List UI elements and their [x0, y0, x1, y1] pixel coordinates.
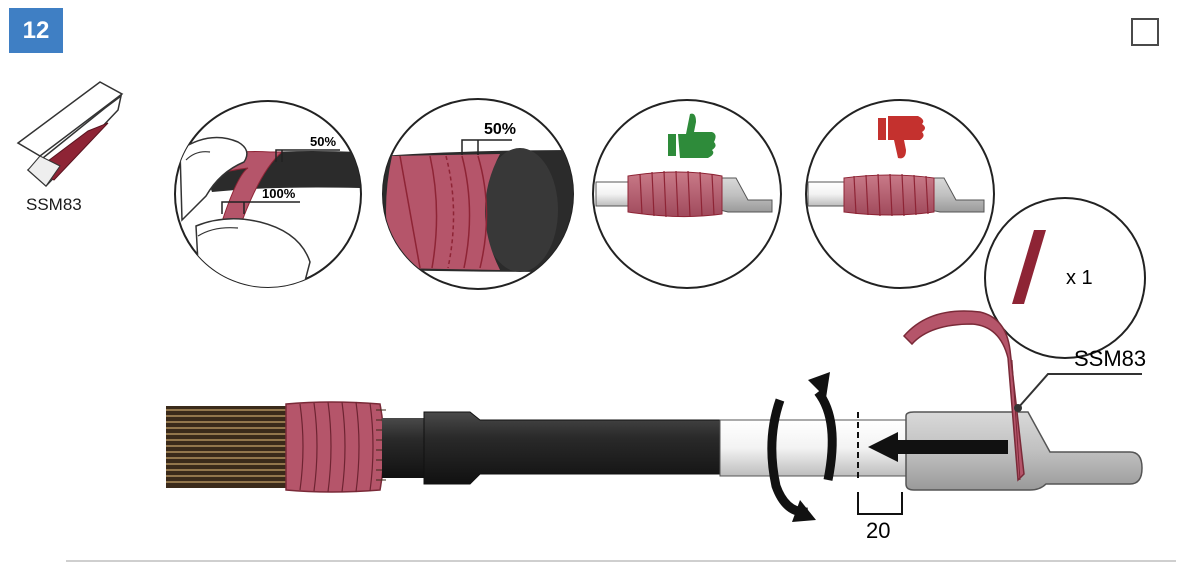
divider	[66, 560, 1176, 562]
step-number-badge: 12	[9, 8, 63, 53]
wrapped-conductor-bundle	[285, 401, 388, 493]
wrap-overlap-panel: 50%	[382, 98, 574, 290]
correct-example-panel	[592, 99, 782, 289]
tape-product-label: SSM83	[26, 195, 82, 214]
conductor-strands	[166, 406, 290, 488]
tape-callout-label: SSM83	[1074, 346, 1146, 371]
tape-strip	[902, 310, 1025, 482]
cable-lug	[905, 411, 1143, 491]
quantity-panel: x 1	[984, 197, 1146, 359]
heat-shrink-sleeve	[423, 411, 723, 485]
tape-roll-icon	[16, 81, 124, 188]
dimension-label: 20	[866, 518, 890, 543]
quantity-label: x 1	[1066, 267, 1093, 289]
wrap-overlap-label: 50%	[484, 121, 516, 138]
main-cable-diagram: 20 SSM83	[166, 310, 1146, 543]
full-overlap-label: 100%	[262, 186, 296, 201]
rotation-arrow-icon	[767, 372, 837, 522]
push-arrow-icon	[868, 432, 1008, 462]
overlap-technique-panel: 50% 100%	[174, 100, 362, 288]
thumbs-up-icon	[668, 113, 716, 158]
incorrect-example-panel	[805, 99, 995, 289]
step-complete-checkbox[interactable]	[1131, 18, 1159, 46]
thumbs-down-icon	[878, 116, 925, 159]
half-overlap-label: 50%	[310, 134, 336, 149]
